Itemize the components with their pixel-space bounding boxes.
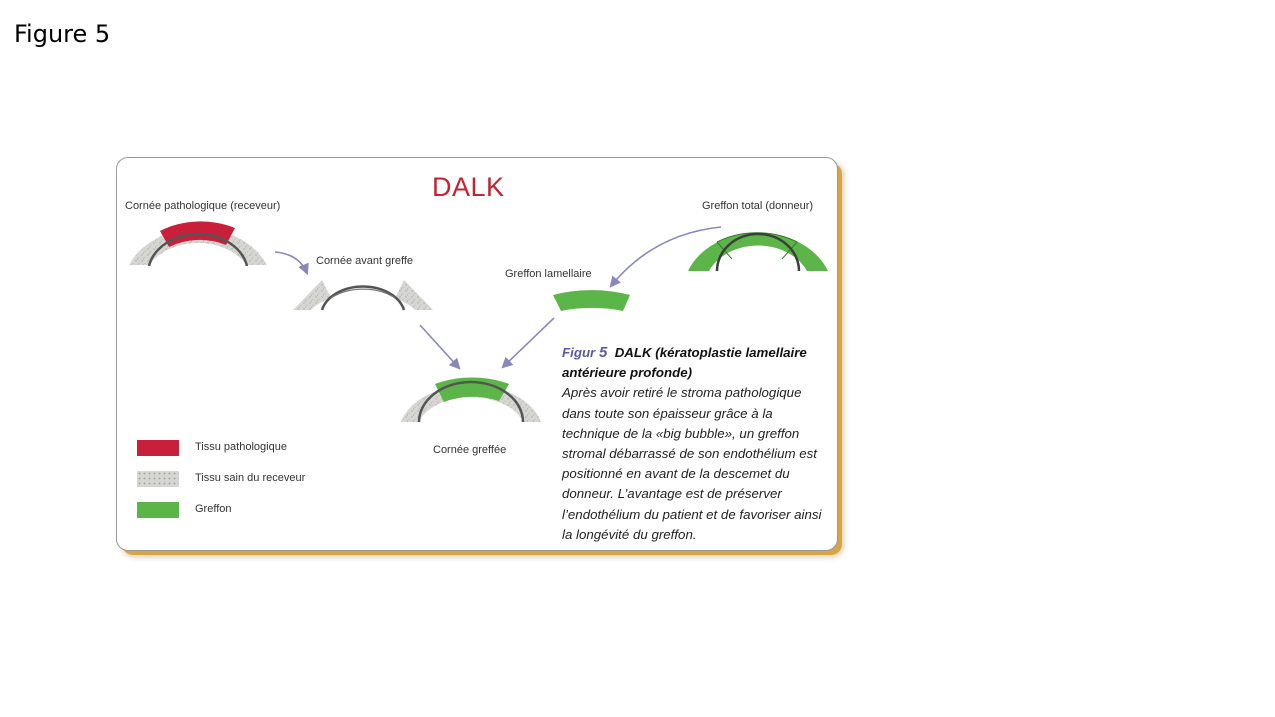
caption-figure-label: Figur [562, 345, 596, 360]
figure-card: DALK Cornée pathologique (receveur) Corn… [116, 157, 838, 551]
arrow-lamellar-to-grafted [501, 317, 555, 369]
arrow-before-to-grafted [419, 324, 461, 370]
grafted-cornea-shape [401, 377, 541, 423]
label-grafted-cornea: Cornée greffée [433, 444, 507, 456]
label-lamellar-graft: Greffon lamellaire [505, 268, 592, 280]
caption-body: Après avoir retiré le stroma pathologiqu… [562, 385, 822, 542]
caption-figure-number: 5 [598, 344, 608, 361]
diagram-title: DALK [432, 172, 505, 202]
label-pathological-cornea: Cornée pathologique (receveur) [125, 200, 281, 212]
arrow-pathological-to-before [274, 251, 309, 276]
figure-caption: Figur 5 DALK (kératoplastie lamellaire a… [562, 343, 832, 545]
lamellar-graft-shape [553, 290, 630, 311]
label-cornea-before-graft: Cornée avant greffe [316, 255, 414, 267]
legend-swatch-graft [137, 502, 179, 518]
label-total-graft: Greffon total (donneur) [702, 200, 814, 212]
legend-swatch-pathological [137, 440, 179, 456]
legend-label-graft: Greffon [195, 503, 232, 515]
slide-title: Figure 5 [14, 20, 111, 48]
legend-label-healthy: Tissu sain du receveur [195, 472, 306, 484]
arrow-total-to-lamellar [609, 226, 722, 288]
total-graft-shape [688, 232, 828, 272]
legend-label-pathological: Tissu pathologique [195, 441, 287, 453]
legend-swatch-healthy [137, 471, 179, 487]
cornea-before-graft-shape [293, 280, 433, 311]
pathological-cornea-shape [129, 221, 267, 267]
dalk-diagram [129, 221, 828, 423]
caption-heading: DALK (kératoplastie lamellaire antérieur… [562, 345, 807, 381]
